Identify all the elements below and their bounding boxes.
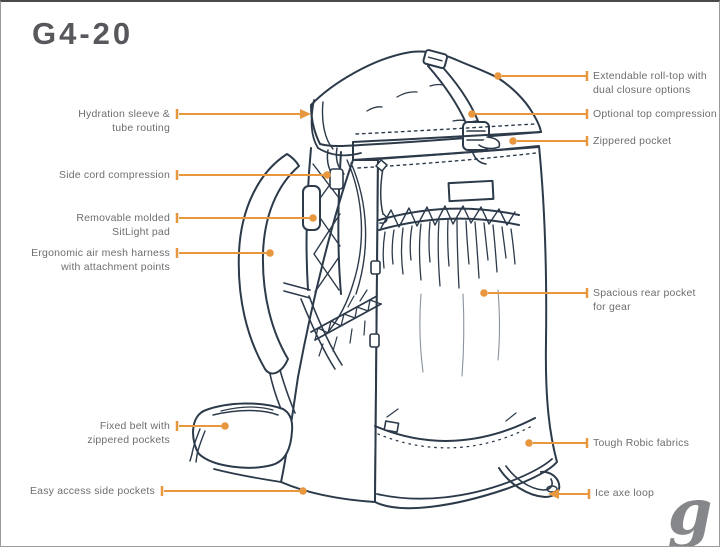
callout-label-side-pockets: Easy access side pockets [29,485,155,497]
leader-side-pockets [160,486,307,496]
leader-dot [494,72,502,80]
page-title: G4-20 [32,16,134,51]
gossamer-gear-logo: g [667,475,713,547]
callout-label-roll-top: Extendable roll-top with dual closure op… [593,70,707,96]
callout-label-side-cord: Side cord compression [59,169,170,181]
top-compression-strap [422,49,501,165]
callout-label-harness: Ergonomic air mesh harness with attachme… [31,247,170,273]
callout-label-fabrics: Tough Robic fabrics [593,437,690,449]
leader-side-cord [175,170,331,180]
shoulder-strap [237,153,300,375]
leader-harness [175,248,274,258]
side-cord-lacing [312,159,367,333]
callout-label-top-compression: Optional top compression [593,108,717,120]
sitlight-pad-shape [302,185,321,231]
callout-label-sitlight-pad: Removable molded SitLight pad [76,212,170,238]
callout-label-fixed-belt: Fixed belt with zippered pockets [87,420,170,446]
leader-rear-pocket [480,288,589,298]
leader-roll-top [494,71,589,81]
leader-dot [468,110,476,118]
callout-label-hydration: Hydration sleeve & tube routing [78,108,170,134]
leader-dot [323,171,331,179]
leader-fabrics [525,438,589,448]
leader-sitlight-pad [175,213,317,223]
leader-top-compression [468,109,589,119]
zippered-pocket-band [352,123,542,203]
leader-hydration [175,109,311,119]
side-pocket [310,289,382,357]
leader-dot [221,422,229,430]
callout-label-ice-axe: Ice axe loop [595,487,655,499]
leader-fixed-belt [175,421,229,431]
rear-mesh-pocket [374,205,536,449]
leader-dot [266,249,274,257]
leader-ice-axe [548,489,591,499]
leader-dot [299,487,307,495]
arrow-left-icon [548,489,559,499]
callout-label-rear-pocket: Spacious rear pocket for gear [593,287,696,313]
leader-zippered-pocket [509,136,589,146]
callout-leaders [160,71,591,499]
leader-dot [509,137,517,145]
hip-belt-pocket [189,402,294,469]
leader-dot [480,289,488,297]
leader-dot [309,214,317,222]
arrow-right-icon [300,109,311,119]
shoulder-harness [237,147,388,417]
leader-dot [525,439,533,447]
callout-label-zippered-pocket: Zippered pocket [593,135,672,147]
backpack-illustration [189,49,561,510]
